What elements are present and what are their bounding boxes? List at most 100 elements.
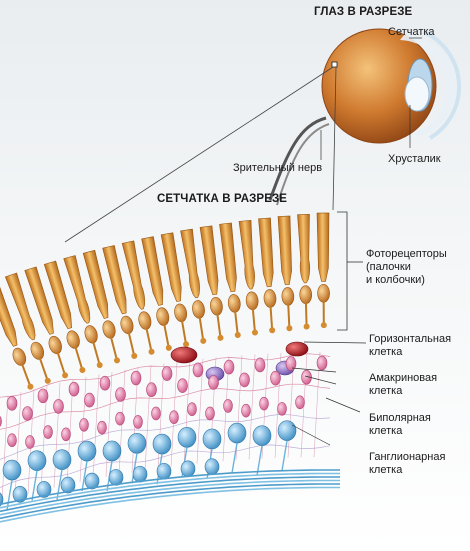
ganglion-axon <box>31 470 38 501</box>
horizontal-cell-label: Горизонтальная клетка <box>369 333 452 358</box>
eye-leader-lines <box>320 37 422 160</box>
ganglion-cell <box>277 420 297 441</box>
bipolar-cell <box>6 396 18 411</box>
optic-fiber <box>0 469 340 506</box>
photoreceptor-cell <box>180 228 207 344</box>
photoreceptor-cell <box>82 249 120 364</box>
photoreceptor-cell <box>102 245 138 359</box>
photoreceptor-cell <box>121 240 155 355</box>
bipolar-cell <box>61 427 71 442</box>
dendrite-line <box>196 358 204 464</box>
dendrite-line <box>183 360 191 466</box>
photoreceptor-cell <box>238 219 259 336</box>
bipolar-cell <box>25 435 35 449</box>
cell-leader-lines <box>291 341 367 446</box>
photoreceptor-cell <box>160 232 190 348</box>
photoreceptor-cell <box>43 260 86 374</box>
bipolar-cell <box>43 425 53 439</box>
dendrite-line <box>313 352 321 458</box>
bipolar-cell <box>223 359 235 375</box>
zoom-lines <box>64 66 337 243</box>
bipolar-cell <box>115 411 125 426</box>
ganglion-cell <box>84 472 100 490</box>
ganglion-axon <box>231 442 238 474</box>
ganglion-cell <box>36 481 52 498</box>
photoreceptor-cell <box>219 222 241 339</box>
bipolar-cell <box>151 406 161 421</box>
bipolar-cell <box>115 387 126 402</box>
dendrite-line <box>248 354 256 460</box>
bipolar-cell <box>0 415 2 427</box>
bipolar-cell <box>7 433 17 448</box>
bipolar-cell <box>208 375 219 390</box>
bipolar-cell <box>259 396 269 411</box>
optic-fiber-layer <box>0 469 340 523</box>
ganglion-cell <box>156 462 172 480</box>
bipolar-cell <box>133 415 143 429</box>
bipolar-cell <box>68 381 80 397</box>
ganglion-cell-label: Ганглионарная клетка <box>369 451 446 476</box>
horizontal-cell <box>170 346 198 364</box>
bipolar-cell <box>84 392 95 408</box>
bipolar-cell <box>205 406 215 421</box>
bipolar-cell <box>192 362 204 378</box>
bipolar-cell <box>97 420 107 435</box>
optic-fiber <box>0 472 340 509</box>
ganglion-cell <box>108 469 124 486</box>
bipolar-cell-label: Биполярная клетка <box>369 412 431 437</box>
photoreceptor-cell <box>63 255 103 369</box>
ganglion-cell <box>202 428 222 450</box>
photoreceptor-cell <box>141 236 172 351</box>
ganglion-axon <box>6 479 13 511</box>
synapse-line <box>0 444 331 488</box>
photoreceptor-cell <box>0 279 34 390</box>
ganglion-cell <box>77 440 97 462</box>
bipolar-cell <box>130 370 142 386</box>
bipolar-cell <box>37 388 49 404</box>
bipolar-cell <box>285 356 297 371</box>
ganglion-cell <box>180 460 196 478</box>
photoreceptor-cell <box>297 214 313 330</box>
optic-nerve-label: Зрительный нерв <box>233 162 323 174</box>
ganglion-cell <box>52 449 72 470</box>
bipolar-cell <box>223 399 233 413</box>
photoreceptor-cell <box>316 212 330 329</box>
ganglion-cell <box>204 458 220 475</box>
bipolar-cell <box>316 355 328 371</box>
ganglion-axon <box>56 469 63 500</box>
dendrite-line <box>53 382 61 488</box>
dendrite-line <box>1 395 9 501</box>
eyeball-illustration <box>268 28 462 206</box>
bipolar-cell <box>146 382 157 398</box>
bipolar-cell <box>241 403 251 418</box>
bipolar-cell <box>177 378 188 393</box>
photoreceptor-bracket <box>337 211 363 331</box>
horizontal-cell <box>285 341 309 357</box>
neuron-cells <box>0 341 328 511</box>
photoreceptor-layer <box>0 212 330 390</box>
bipolar-cell <box>22 406 33 421</box>
dendrite-line <box>92 374 100 480</box>
ganglion-cell <box>2 459 22 481</box>
bipolar-cell <box>239 372 250 388</box>
bipolar-cell <box>161 366 173 381</box>
amacrine-cell-label: Амакриновая клетка <box>369 372 438 397</box>
ganglion-cell <box>0 492 4 507</box>
photoreceptor-cell <box>258 217 277 334</box>
optic-fiber <box>0 486 340 523</box>
ganglion-cell <box>132 465 148 483</box>
bipolar-cell <box>187 402 197 416</box>
dendrite-line <box>14 392 22 498</box>
photoreceptors-label: Фоторецепторы (палочки и колбочки) <box>366 248 447 286</box>
synapse-line <box>0 353 331 398</box>
optic-fiber <box>0 479 340 516</box>
ganglion-axon <box>281 440 288 471</box>
bipolar-cell <box>53 399 64 414</box>
ganglion-cell <box>252 425 272 446</box>
dendrite-line <box>40 385 48 491</box>
ganglion-cell <box>227 422 247 444</box>
bipolar-cell <box>295 395 305 410</box>
ganglion-axon <box>81 460 88 492</box>
ganglion-cell <box>127 432 147 454</box>
